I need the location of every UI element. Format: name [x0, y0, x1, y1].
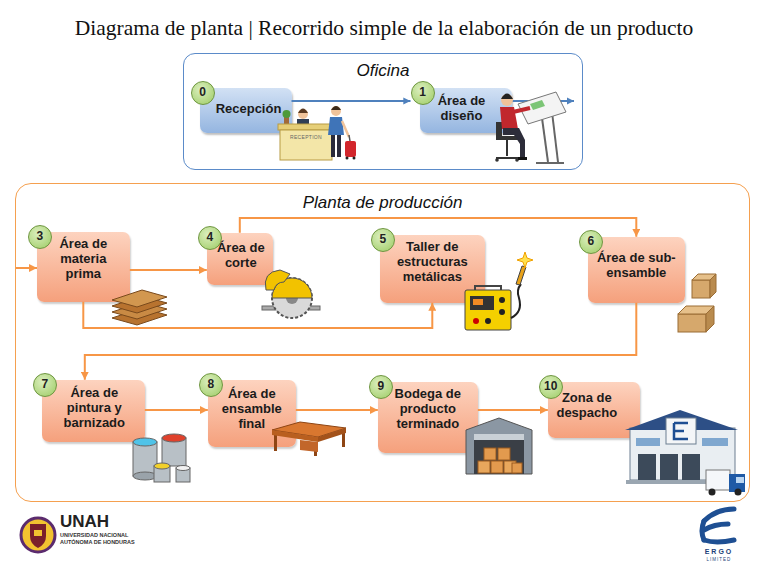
logo-text: ERGO [690, 548, 748, 556]
box-label: Área de pintura y barnizado [42, 380, 145, 442]
box-label: Área de sub-ensamble [588, 237, 685, 303]
box-label: Zona de despacho [548, 382, 640, 438]
box-label: Área de materia prima [37, 232, 130, 302]
process-box: 5Taller de estructuras metálicas [380, 235, 485, 303]
unah-logo [21, 518, 55, 552]
process-box: 10Zona de despacho [548, 382, 640, 438]
step-number: 1 [411, 81, 435, 105]
ergo-logo [704, 540, 734, 542]
box-label: Área de diseño [420, 88, 512, 133]
logo-subtitle: UNIVERSIDAD NACIONAL AUTÓNOMA DE HONDURA… [60, 532, 142, 545]
group-heading: Oficina [184, 61, 582, 81]
step-number: 0 [191, 81, 215, 105]
box-label: Área de ensamble final [208, 380, 296, 447]
step-number: 7 [33, 373, 57, 397]
logo-subtitle: LIMITED [690, 557, 748, 562]
plant-group: Planta de producción 3Área de materia pri… [15, 183, 750, 502]
group-heading: Planta de producción [16, 193, 749, 213]
logo-text: UNAH [60, 512, 130, 531]
box-label: Área de corte [207, 233, 273, 285]
process-box: 8Área de ensamble final [208, 380, 296, 447]
step-number: 9 [369, 375, 393, 399]
process-box: 0Recepción [200, 88, 292, 133]
ergo-logo [702, 509, 734, 542]
process-box: 3Área de materia prima [37, 232, 130, 302]
process-box: 1Área de diseño [420, 88, 512, 133]
box-label: Bodega de producto terminado [378, 382, 478, 453]
box-label: Recepción [200, 88, 292, 133]
process-box: 6Área de sub-ensamble [588, 237, 685, 303]
ergo-logo [704, 509, 734, 521]
process-box: 4Área de corte [207, 233, 273, 285]
ergo-logo [702, 521, 704, 540]
ergo-logo [704, 524, 728, 530]
unah-logo [34, 530, 42, 536]
unah-logo [30, 524, 46, 548]
step-number: 8 [199, 373, 223, 397]
office-group: Oficina0Recepción1Área de diseño [183, 53, 583, 170]
unah-logo [21, 518, 55, 552]
process-box: 7Área de pintura y barnizado [42, 380, 145, 442]
step-number: 10 [539, 375, 563, 399]
box-label: Taller de estructuras metálicas [380, 235, 485, 303]
step-number: 5 [371, 228, 395, 252]
diagram-title: Diagrama de planta | Recorrido simple de… [0, 15, 768, 41]
process-box: 9Bodega de producto terminado [378, 382, 478, 453]
sign-text: RECEPTION [282, 134, 330, 140]
step-number: 3 [28, 225, 52, 249]
